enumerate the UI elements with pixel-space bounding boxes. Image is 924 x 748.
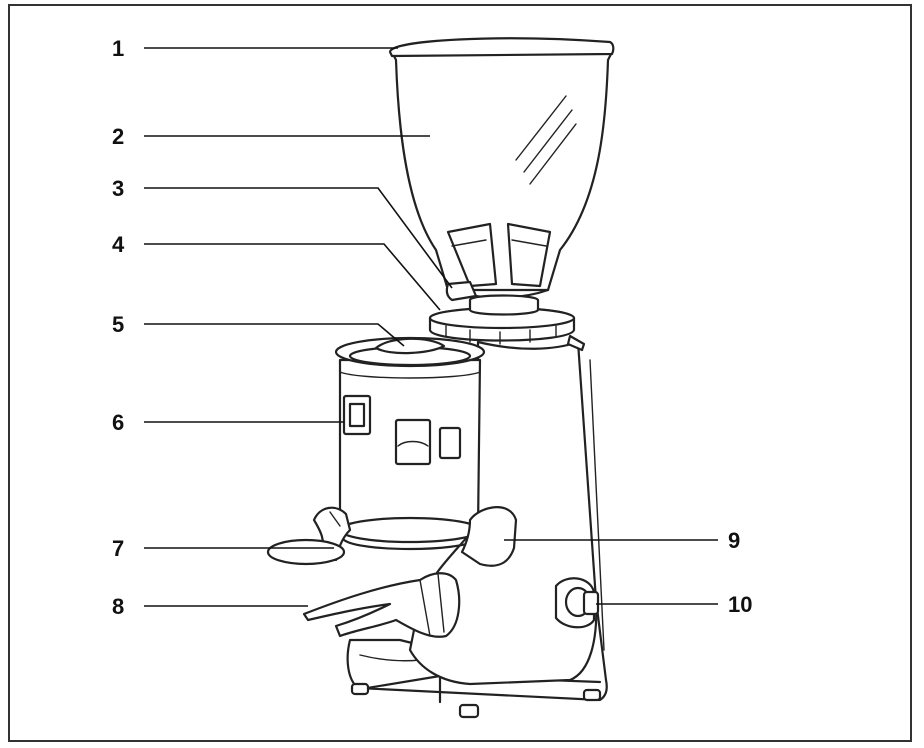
grind-adjustment-ring — [428, 294, 586, 352]
callout-8: 8 — [112, 594, 124, 619]
callout-6: 6 — [112, 410, 124, 435]
callout-4: 4 — [112, 232, 125, 257]
hopper — [390, 50, 614, 299]
base-foot-right — [582, 688, 602, 702]
portafilter-fork — [302, 572, 461, 638]
callout-labels: 1 2 3 4 5 6 7 8 9 10 — [112, 36, 752, 619]
callout-5: 5 — [112, 312, 124, 337]
hopper-shutter — [445, 280, 478, 302]
base-foot-left — [350, 682, 370, 696]
dosing-lever — [460, 506, 518, 567]
tamper — [266, 506, 352, 566]
hopper-lid — [388, 37, 615, 58]
callout-leaders — [144, 47, 718, 607]
power-switch — [554, 577, 600, 629]
dosing-chamber-lid — [374, 337, 446, 355]
grinder-illustration — [266, 37, 615, 719]
callout-7: 7 — [112, 536, 124, 561]
callout-3: 3 — [112, 176, 124, 201]
callout-2: 2 — [112, 124, 124, 149]
callout-9: 9 — [728, 528, 740, 553]
base-foot-front — [458, 703, 480, 719]
dosing-chamber — [334, 336, 486, 551]
callout-10: 10 — [728, 592, 752, 617]
callout-1: 1 — [112, 36, 124, 61]
